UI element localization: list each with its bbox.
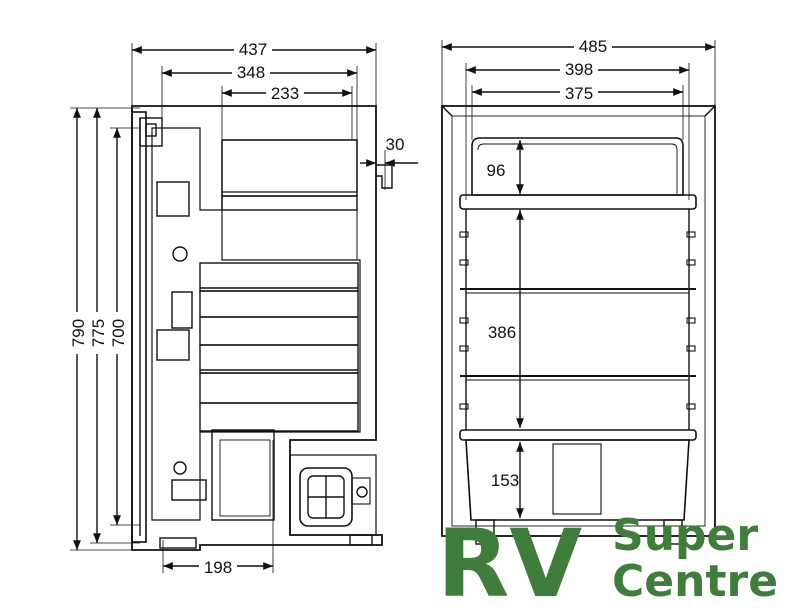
side-shelves [199, 262, 359, 432]
label-437: 437 [239, 40, 267, 59]
side-crisper [211, 429, 275, 521]
label-153: 153 [491, 471, 519, 490]
label-30: 30 [386, 135, 405, 154]
front-crisper [465, 439, 690, 521]
label-96: 96 [487, 161, 506, 180]
label-233: 233 [271, 84, 299, 103]
label-398: 398 [565, 60, 593, 79]
logo-line-super: Super [612, 510, 758, 561]
side-door [131, 111, 147, 543]
label-198: 198 [204, 558, 232, 577]
label-386: 386 [488, 323, 516, 342]
label-485: 485 [579, 37, 607, 56]
front-cabinet-outline [441, 105, 716, 537]
side-view [70, 43, 418, 573]
front-view [441, 40, 716, 545]
side-cabinet-outline [131, 105, 383, 551]
logo-line-centre: Centre [612, 556, 778, 607]
label-790: 790 [69, 319, 88, 347]
label-375: 375 [565, 84, 593, 103]
label-775: 775 [89, 319, 108, 347]
side-freezer-box [221, 139, 358, 197]
label-348: 348 [237, 63, 265, 82]
front-shelves [460, 288, 696, 381]
label-700: 700 [109, 319, 128, 347]
logo-rv-letters: RV [437, 510, 582, 610]
shelf-studs [459, 231, 696, 410]
dimension-labels: 437 348 233 30 790 775 700 198 485 398 3… [68, 35, 612, 577]
rv-super-centre-logo: RV Super Centre [437, 510, 778, 610]
compressor [289, 454, 377, 536]
front-freezer-box [471, 137, 684, 196]
